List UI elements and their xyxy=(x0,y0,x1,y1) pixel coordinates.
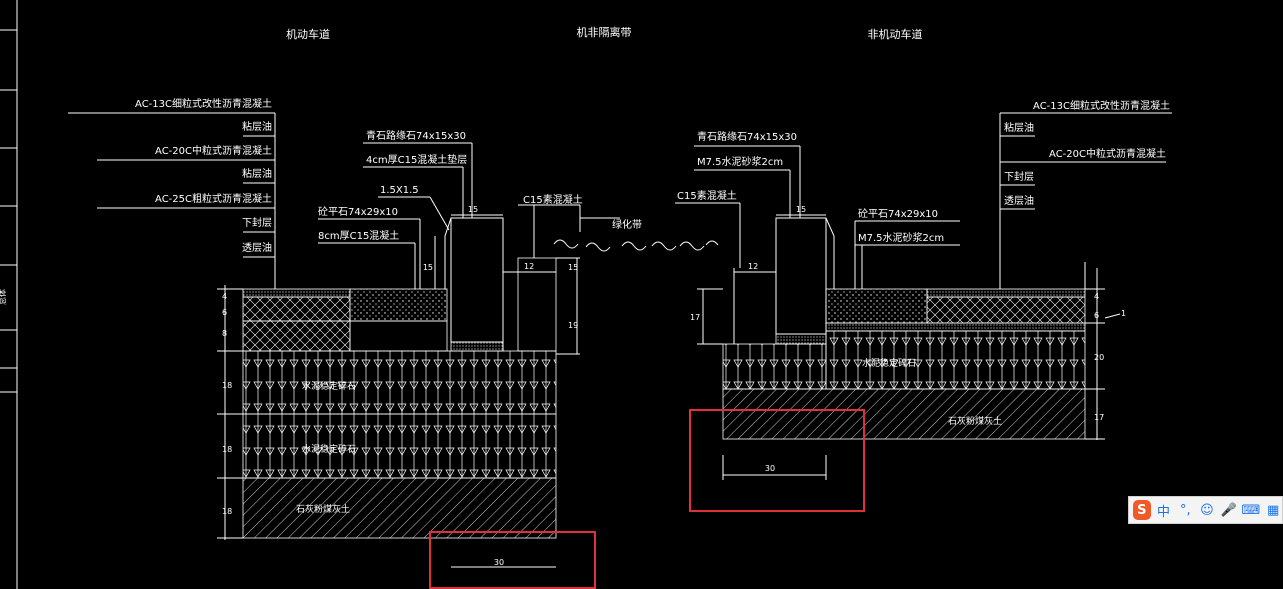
median-c15-left: C15素混凝土 xyxy=(523,193,583,206)
left-dim-15-side: 15 xyxy=(568,263,578,272)
left-dim-offset: 12 xyxy=(524,262,534,271)
left-curb-leaders xyxy=(318,142,473,289)
right-dimension-lines xyxy=(697,214,1121,480)
left-dim-4: 4 xyxy=(222,292,227,301)
left-dim-depth: 19 xyxy=(568,321,578,330)
left-flat-bed: 8cm厚C15混凝土 xyxy=(318,229,399,242)
left-dim-30: 30 xyxy=(494,558,504,567)
left-layer-4: 粘层油 xyxy=(242,167,272,180)
right-curb-mortar: M7.5水泥砂浆2cm xyxy=(697,155,783,168)
right-curb-leaders xyxy=(675,145,960,289)
left-layer-7: 透层油 xyxy=(242,241,272,254)
left-layer-1: AC-13C细粒式改性沥青混凝土 xyxy=(135,97,272,110)
drawing-frame xyxy=(0,0,18,589)
right-pavement xyxy=(722,217,1086,440)
left-layer-3: AC-20C中粒式沥青混凝土 xyxy=(155,144,272,157)
left-base-2-label: 水泥稳定碎石 xyxy=(302,443,356,455)
sogou-logo-icon[interactable]: S xyxy=(1133,500,1151,520)
left-curb-bed: 4cm厚C15混凝土垫层 xyxy=(366,153,467,166)
right-flat-stone: 砼平石74x29x10 xyxy=(858,207,938,220)
side-note: 总体 xyxy=(0,289,7,305)
left-flat-stone: 砼平石74x29x10 xyxy=(318,205,398,218)
left-curb-stone: 青石路缘石74x15x30 xyxy=(366,129,466,142)
left-layer-5: AC-25C粗粒式沥青混凝土 xyxy=(155,192,272,205)
left-layer-leaders xyxy=(68,112,276,289)
median-greenbelt-label: 绿化带 xyxy=(612,218,642,231)
right-dim-curb-width: 15 xyxy=(796,205,806,214)
left-dim-base-3: 18 xyxy=(222,507,232,516)
highlight-box-right xyxy=(689,409,865,512)
microphone-icon[interactable]: 🎤 xyxy=(1220,502,1237,518)
right-layer-3: AC-20C中粒式沥青混凝土 xyxy=(1049,147,1166,160)
left-base-3-label: 石灰粉煤灰土 xyxy=(296,503,350,515)
ime-language-toggle[interactable]: 中 xyxy=(1157,504,1171,520)
left-dim-8: 8 xyxy=(222,329,227,338)
grid-menu-icon[interactable]: ▦ xyxy=(1266,502,1280,518)
median-greenbelt xyxy=(518,204,719,258)
left-layer-6: 下封层 xyxy=(242,216,272,229)
right-layer-5: 透层油 xyxy=(1004,194,1034,207)
header-motor-lane: 机动车道 xyxy=(286,27,330,41)
right-layer-1: AC-13C细粒式改性沥青混凝土 xyxy=(1033,99,1170,112)
header-median: 机非隔离带 xyxy=(577,25,632,39)
left-dimension-lines xyxy=(217,214,580,568)
right-layer-2: 粘层油 xyxy=(1004,121,1034,134)
right-dim-6: 6 xyxy=(1094,311,1099,320)
right-base-1-label: 水泥稳定碎石 xyxy=(862,357,916,369)
right-c15: C15素混凝土 xyxy=(677,189,737,202)
right-flat-mortar: M7.5水泥砂浆2cm xyxy=(858,231,944,244)
left-dim-6: 6 xyxy=(222,308,227,317)
right-layer-leaders xyxy=(999,112,1172,289)
left-pavement xyxy=(242,217,557,539)
right-base-2-label: 石灰粉煤灰土 xyxy=(948,415,1002,427)
left-dim-base-2: 18 xyxy=(222,445,232,454)
highlight-box-left xyxy=(429,531,596,589)
ime-punctuation-toggle[interactable]: °, xyxy=(1179,502,1191,518)
left-curb-chamfer: 1.5X1.5 xyxy=(380,185,419,196)
right-dim-base-2: 17 xyxy=(1094,413,1104,422)
left-base-1-label: 水泥稳定碎石 xyxy=(302,380,356,392)
right-dim-depth: 17 xyxy=(690,313,700,322)
keyboard-icon[interactable]: ⌨ xyxy=(1241,502,1261,518)
left-dim-curb-width: 15 xyxy=(468,205,478,214)
emoji-icon[interactable]: ☺ xyxy=(1200,502,1214,518)
right-dim-4: 4 xyxy=(1094,292,1099,301)
right-dim-30: 30 xyxy=(765,464,775,473)
header-nonmotor-lane: 非机动车道 xyxy=(868,27,923,41)
right-dim-offset: 12 xyxy=(748,262,758,271)
ime-toolbar[interactable]: S 中 °, ☺ 🎤 ⌨ ▦ xyxy=(1128,496,1283,524)
left-dim-base-1: 18 xyxy=(222,381,232,390)
right-layer-4: 下封层 xyxy=(1004,170,1034,183)
right-dim-1: 1 xyxy=(1121,309,1126,318)
right-dim-base-1: 20 xyxy=(1094,353,1104,362)
left-dim-curb-height: 15 xyxy=(423,263,433,272)
left-layer-2: 粘层油 xyxy=(242,120,272,133)
right-curb-stone: 青石路缘石74x15x30 xyxy=(697,130,797,143)
